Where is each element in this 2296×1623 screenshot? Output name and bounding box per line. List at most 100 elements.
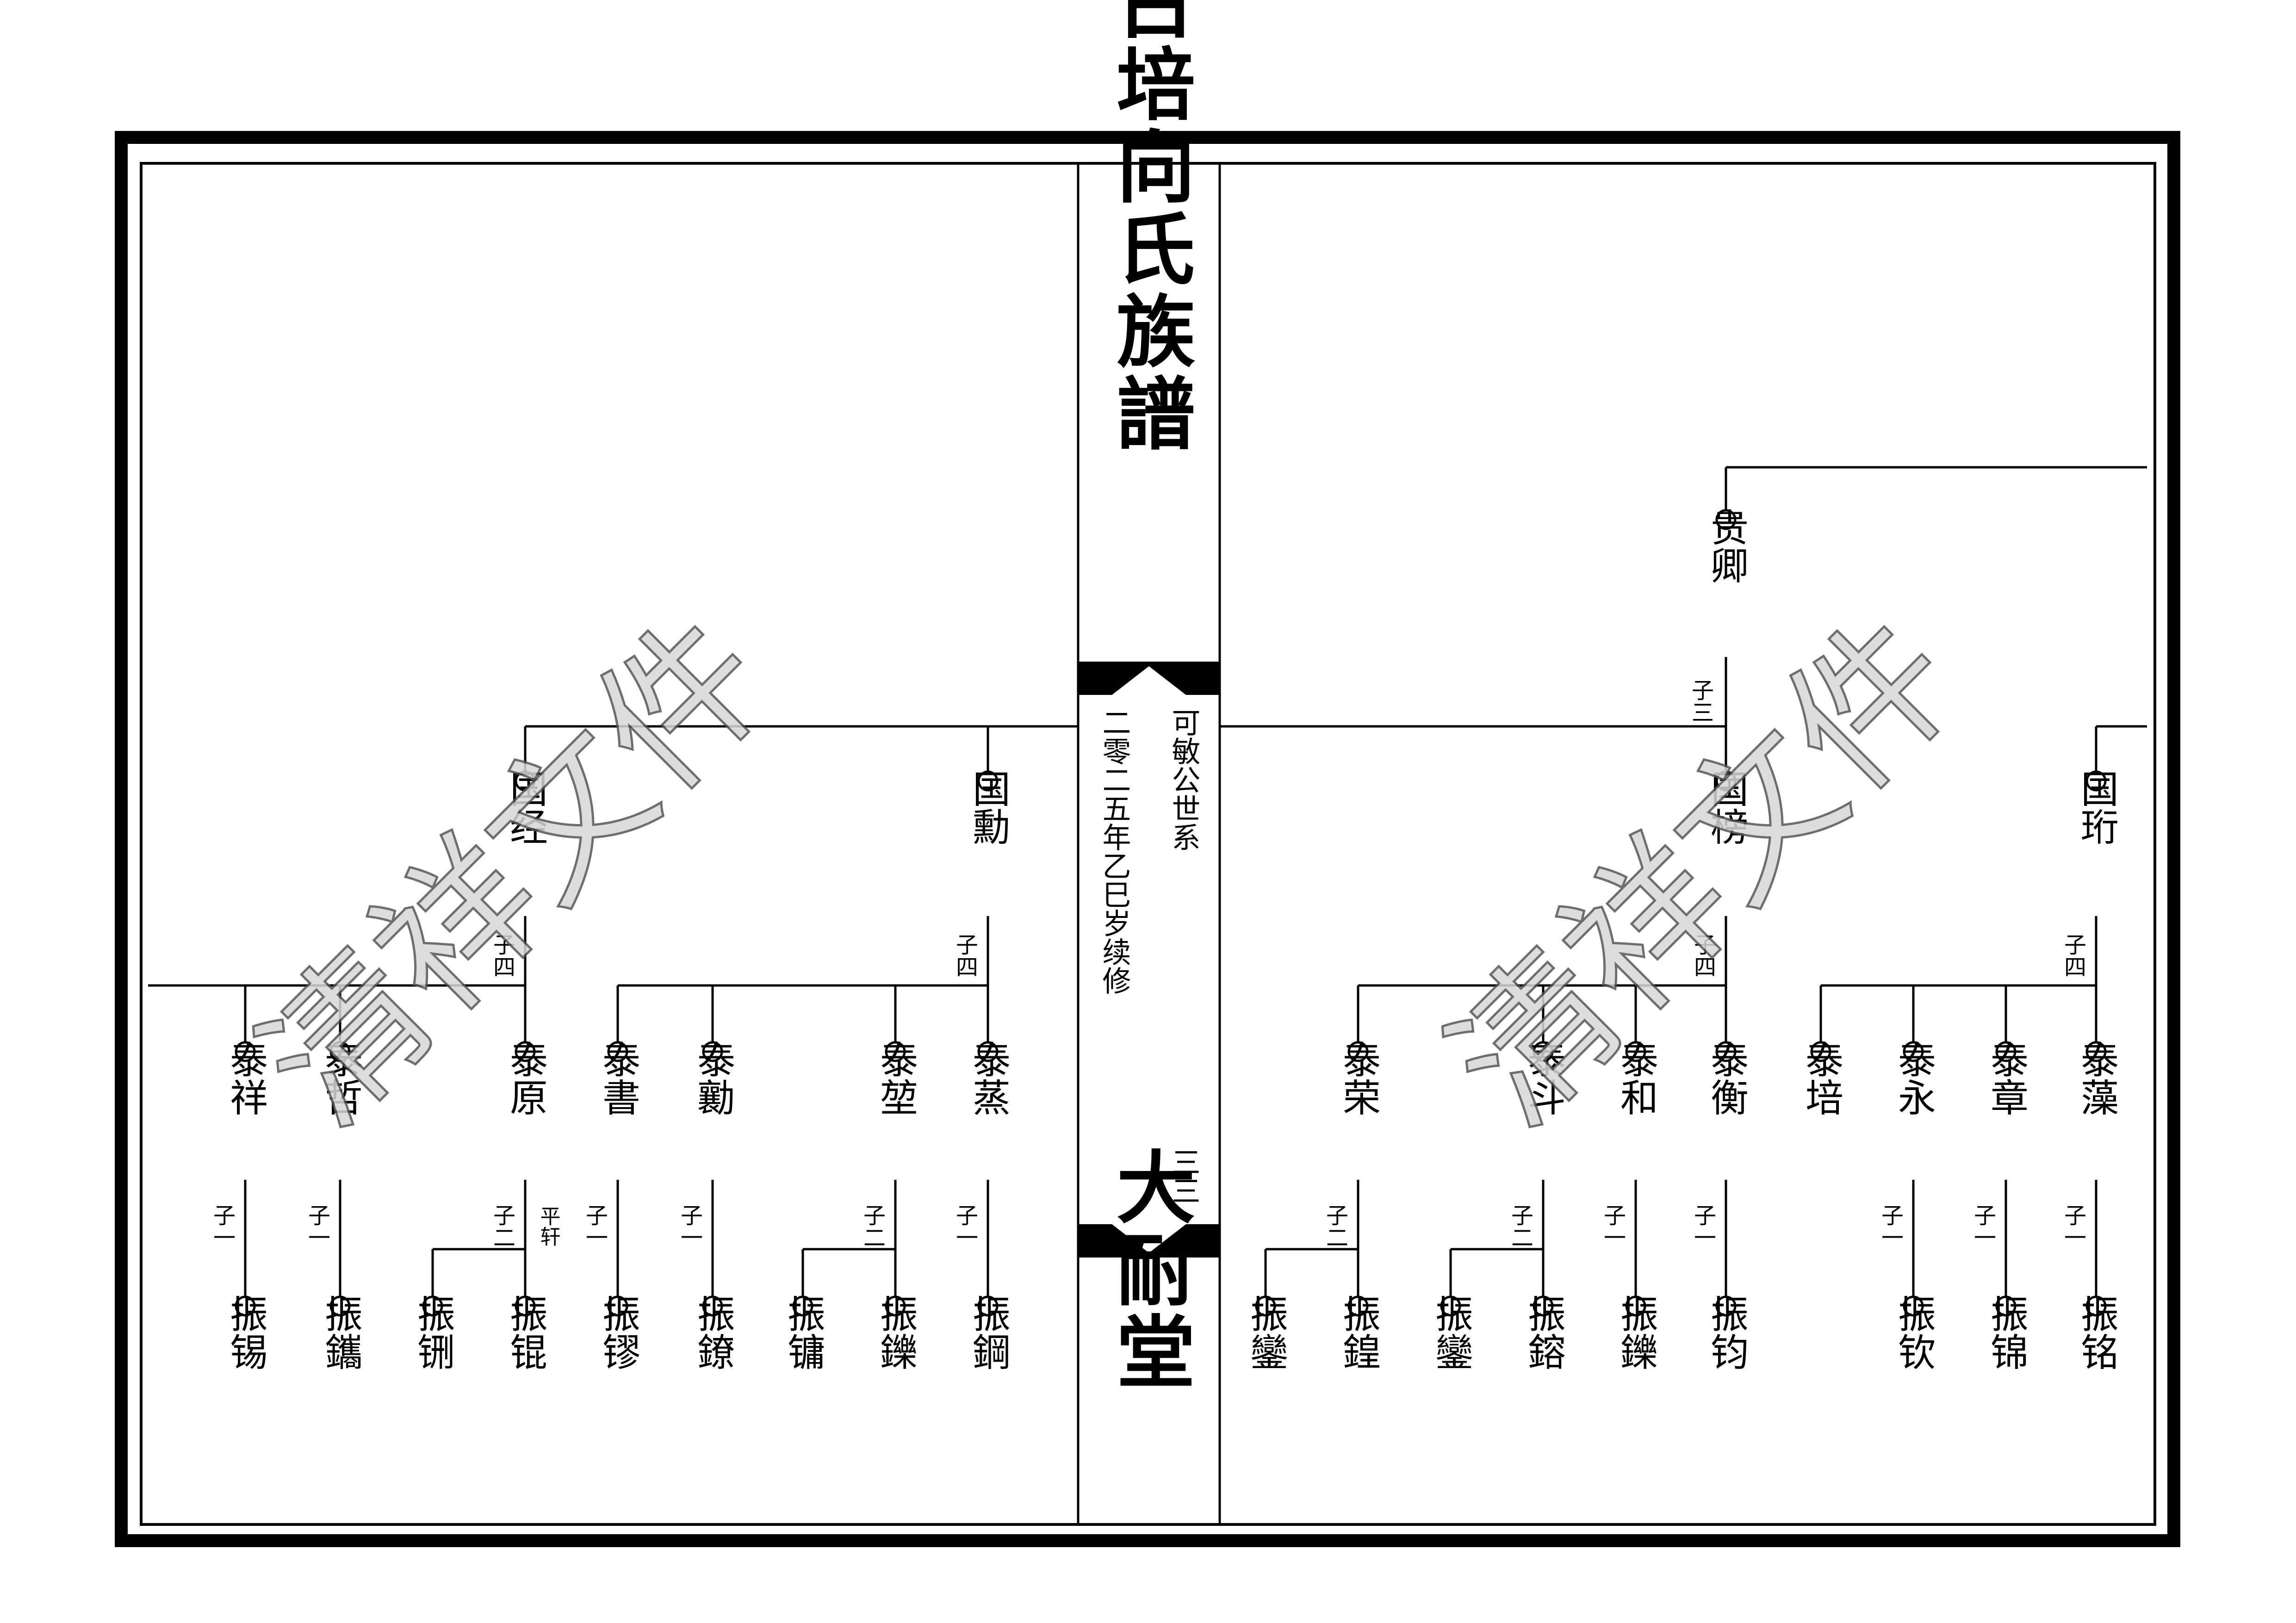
book-title: 古培向氏族譜 (1103, 0, 1195, 455)
node-circle (1715, 1041, 1737, 1062)
person-node: 振鑾 (1429, 1295, 1473, 1370)
node-circle (1533, 1295, 1554, 1317)
node-circle (2085, 770, 2107, 792)
node-circle (607, 1041, 628, 1062)
children-count: 子四 (952, 933, 978, 978)
children-count: 子一 (2060, 1204, 2086, 1248)
outer-frame (115, 131, 2180, 1547)
person-name: 泰永 (1892, 1040, 1936, 1116)
node-circle (1255, 1295, 1276, 1317)
node-circle (1715, 770, 1737, 792)
node-circle (1715, 509, 1737, 530)
person-name: 振镛 (781, 1295, 825, 1370)
node-circle (1347, 1041, 1369, 1062)
node-circle (2085, 1295, 2107, 1317)
node-circle (422, 1295, 443, 1317)
person-name: 振鑾 (1244, 1295, 1288, 1370)
node-circle (977, 1295, 999, 1317)
children-count: 子三 (1688, 679, 1713, 723)
node-circle (1903, 1295, 1924, 1317)
person-name: 泰哲 (318, 1040, 362, 1116)
children-count: 子一 (1600, 1204, 1626, 1248)
node-circle (1810, 1041, 1831, 1062)
person-name: 泰勷 (691, 1040, 735, 1116)
children-count: 子一 (952, 1204, 978, 1248)
node-circle (885, 1041, 906, 1062)
children-count: 子四 (2060, 933, 2086, 978)
node-circle (235, 1041, 256, 1062)
lineage-subtitle: 可敏公世系 (1167, 708, 1201, 851)
node-circle (702, 1041, 723, 1062)
children-count: 子二 (1507, 1204, 1533, 1248)
person-name: 国榜 (1704, 769, 1748, 845)
node-circle (2085, 1041, 2107, 1062)
children-count: 子一 (1690, 1204, 1716, 1248)
fish-tail-bottom (1078, 1224, 1220, 1258)
tree-lines (148, 466, 2147, 1300)
hall-name: 大耐堂 (1103, 1146, 1195, 1394)
node-circle (1625, 1041, 1646, 1062)
person-name: 泰祥 (223, 1040, 267, 1116)
person-name: 国珩 (2074, 769, 2118, 845)
person-name: 振铭 (2074, 1295, 2118, 1370)
person-name: 泰章 (1984, 1040, 2028, 1116)
person-node: 振鋼 (966, 1295, 1010, 1370)
person-node: 振鎔 (1521, 1295, 1565, 1370)
node-circle (515, 1295, 536, 1317)
node-circle (1347, 1295, 1369, 1317)
node-circle (1995, 1041, 2017, 1062)
person-name: 国勳 (966, 769, 1010, 845)
node-circle (1625, 1295, 1646, 1317)
node-circle (1995, 1295, 2017, 1317)
person-node: 振钦 (1892, 1295, 1936, 1370)
children-count: 子二 (489, 1204, 515, 1248)
person-node: 振鑾 (1244, 1295, 1288, 1370)
person-name: 泰衡 (1704, 1040, 1748, 1116)
edition-note: 二零二五年乙巳岁续修 (1098, 708, 1131, 995)
children-count: 子一 (209, 1204, 235, 1248)
node-circle (329, 1295, 351, 1317)
person-note: 平轩 (537, 1206, 560, 1246)
node-circle (235, 1295, 256, 1317)
children-count: 子一 (1877, 1204, 1903, 1248)
children-count: 子一 (304, 1204, 330, 1248)
person-name: 振钦 (1892, 1295, 1936, 1370)
person-node: 泰培 (1799, 1040, 1843, 1116)
person-name: 振鑠 (874, 1295, 918, 1370)
person-node: 振锦 (1984, 1295, 2028, 1370)
node-circle (977, 770, 999, 792)
node-circle (977, 1041, 999, 1062)
person-name: 振锦 (1984, 1295, 2028, 1370)
person-name: 振鑠 (1614, 1295, 1658, 1370)
children-count: 子二 (1322, 1204, 1348, 1248)
person-node: 振钧 (1704, 1295, 1748, 1370)
inner-frame (140, 162, 2156, 1526)
node-circle (1903, 1041, 1924, 1062)
person-name: 振鑾 (1429, 1295, 1473, 1370)
person-node: 振锡 (223, 1295, 267, 1370)
children-count: 子一 (1970, 1204, 1996, 1248)
children-count: 子四 (1690, 933, 1716, 978)
person-name: 泰斗 (1521, 1040, 1565, 1116)
person-name: 泰培 (1799, 1040, 1843, 1116)
node-circle (702, 1295, 723, 1317)
person-name: 振鋼 (966, 1295, 1010, 1370)
person-name: 振铏 (411, 1295, 455, 1370)
node-circle (515, 1041, 536, 1062)
person-name: 泰藻 (2074, 1040, 2118, 1116)
